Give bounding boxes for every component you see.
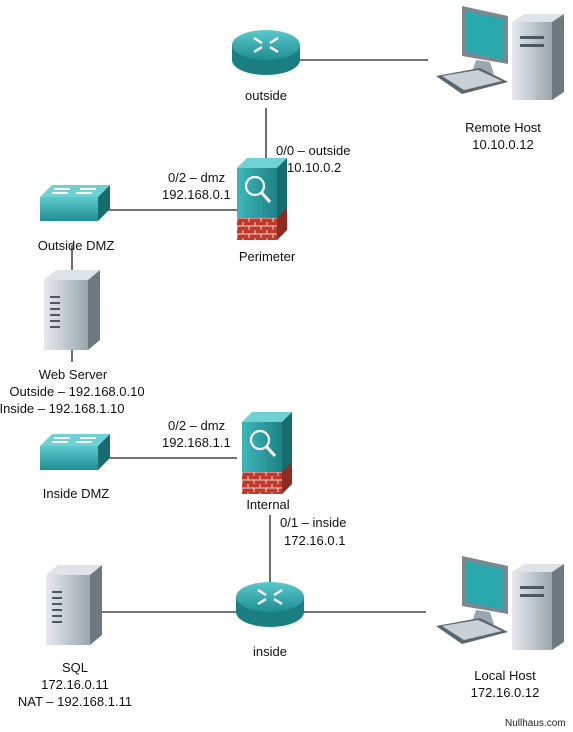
credit-text: Nullhaus.com [505,718,566,729]
perimeter-outside-interface: 0/0 – outside [276,143,351,158]
perimeter-firewall-label: Perimeter [238,249,296,264]
web-server-outside-ip: Outside – 192.168.0.10 [9,384,145,399]
remote-host-name: Remote Host [465,120,541,135]
links [71,59,428,613]
sql-server-ip: 172.16.0.11 [41,677,109,692]
perimeter-outside-ip: 10.10.0.2 [287,160,342,175]
web-server-inside-ip: Inside – 192.168.1.10 [0,401,125,416]
outside-router-label: outside [245,88,287,103]
inside-router-label: inside [253,644,287,659]
perimeter-dmz-ip: 192.168.0.1 [162,187,231,202]
sql-server-icon[interactable] [46,565,102,645]
inside-dmz-label: Inside DMZ [42,486,110,501]
remote-host-ip: 10.10.0.12 [472,137,534,152]
internal-firewall-icon[interactable] [242,412,292,494]
internal-dmz-ip: 192.168.1.1 [162,435,231,450]
local-host-ip: 172.16.0.12 [470,685,540,700]
remote-host-pc-icon[interactable] [436,6,564,100]
internal-dmz-interface: 0/2 – dmz [168,418,226,433]
perimeter-dmz-interface: 0/2 – dmz [168,170,226,185]
inside-dmz-switch-icon[interactable] [40,434,110,470]
outside-router-icon[interactable] [232,30,300,75]
sql-server-nat: NAT – 192.168.1.11 [17,694,133,709]
web-server-icon[interactable] [44,270,100,350]
internal-inside-interface: 0/1 – inside [280,515,347,530]
inside-router-icon[interactable] [236,582,304,627]
internal-firewall-label: Internal [246,497,290,512]
outside-dmz-label: Outside DMZ [37,238,115,253]
sql-server-name: SQL [61,660,89,675]
outside-dmz-switch-icon[interactable] [40,185,110,221]
local-host-pc-icon[interactable] [436,556,564,650]
local-host-name: Local Host [474,668,536,683]
internal-inside-ip: 172.16.0.1 [284,533,346,548]
perimeter-firewall-icon[interactable] [237,158,287,240]
web-server-name: Web Server [38,367,108,382]
